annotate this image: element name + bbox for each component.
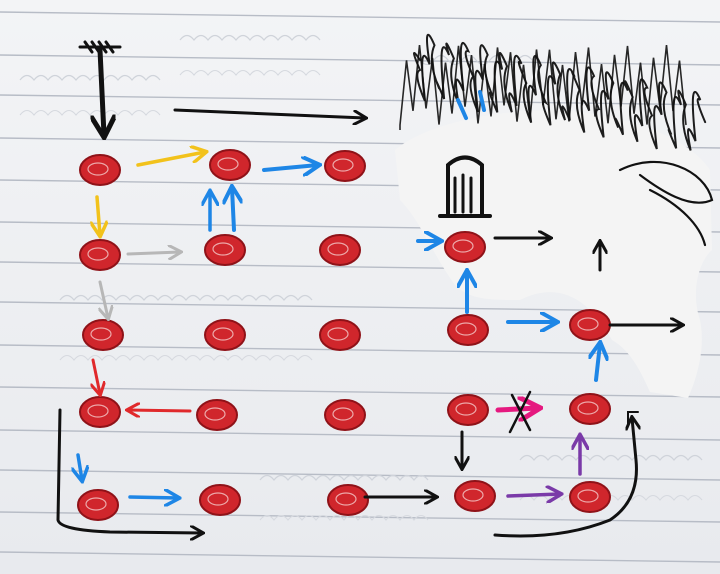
background-scribble: [179, 34, 321, 41]
dot-highlight: [87, 247, 109, 261]
red-dot: [324, 150, 366, 182]
background-scribble: [259, 474, 429, 481]
ruled-line: [0, 386, 720, 398]
red-dot: [204, 234, 246, 266]
red-dot: [324, 399, 366, 431]
scribble: [618, 160, 714, 247]
red-dot: [447, 314, 489, 346]
red-dot: [79, 239, 121, 271]
dot-highlight: [455, 322, 477, 336]
red-dot: [196, 399, 238, 431]
ruled-line: [0, 11, 720, 23]
dot-highlight: [212, 327, 234, 341]
ruled-line: [0, 511, 720, 523]
dot-highlight: [455, 402, 477, 416]
dot-highlight: [577, 401, 599, 415]
dot-highlight: [577, 317, 599, 331]
start-marker-icon: [100, 47, 104, 135]
dot-highlight: [85, 497, 107, 511]
scribble: [399, 45, 687, 130]
black-arrow: [56, 408, 202, 533]
background-scribble: [59, 354, 313, 361]
gray-arrow: [126, 252, 180, 254]
red-dot: [327, 484, 369, 516]
red-dot: [209, 149, 251, 181]
blue-arrow: [78, 453, 82, 480]
dot-highlight: [332, 158, 354, 172]
yellow-arrow: [97, 195, 100, 235]
dot-highlight: [217, 157, 239, 171]
background-scribble: [179, 69, 321, 76]
red-dot: [82, 319, 124, 351]
red-dot: [77, 489, 119, 521]
ruled-line: [0, 54, 720, 66]
red-arrow: [93, 358, 100, 394]
black-arrow: [493, 418, 636, 538]
red-dot: [454, 480, 496, 512]
dot-highlight: [207, 492, 229, 506]
background-scribble: [19, 74, 161, 81]
red-dot: [569, 309, 611, 341]
ruled-line: [0, 94, 720, 106]
red-dot: [569, 393, 611, 425]
red-dot: [204, 319, 246, 351]
red-dot: [199, 484, 241, 516]
dot-highlight: [327, 327, 349, 341]
dot-highlight: [327, 242, 349, 256]
ruled-line: [0, 469, 720, 481]
dot-highlight: [212, 242, 234, 256]
blue-arrow: [596, 344, 600, 382]
dot-highlight: [332, 407, 354, 421]
ruled-line: [0, 551, 720, 563]
gate-icon: [453, 173, 473, 214]
dot-highlight: [452, 239, 474, 253]
dot-highlight: [204, 407, 226, 421]
dot-highlight: [90, 327, 112, 341]
red-dot: [79, 154, 121, 186]
red-arrow: [128, 410, 192, 411]
background-scribble: [259, 514, 429, 521]
purple-arrow: [506, 494, 560, 496]
top-arrow: [173, 108, 365, 118]
dot-highlight: [577, 489, 599, 503]
blue-arrow: [262, 165, 318, 170]
ruled-line: [0, 429, 720, 441]
red-dot: [447, 394, 489, 426]
red-dot: [569, 481, 611, 513]
blue-arrow: [456, 90, 486, 120]
background-scribble: [19, 109, 161, 116]
background-scribble: [519, 454, 703, 461]
black-arrow-tail: [627, 411, 639, 426]
whiteout-patch: [395, 110, 712, 398]
dot-highlight: [462, 488, 484, 502]
background-scribble: [59, 294, 313, 301]
red-dot: [79, 396, 121, 428]
gate-icon: [438, 155, 492, 218]
dot-highlight: [87, 162, 109, 176]
cross-mark-icon: [508, 390, 532, 434]
dot-highlight: [335, 492, 357, 506]
gray-arrow: [100, 280, 108, 318]
red-dot: [319, 234, 361, 266]
red-dot: [319, 319, 361, 351]
blue-arrow: [232, 188, 234, 232]
yellow-arrow: [136, 152, 205, 167]
start-marker-icon: [78, 40, 122, 54]
blue-arrow: [128, 497, 178, 498]
dot-highlight: [87, 404, 109, 418]
red-dot: [444, 231, 486, 263]
